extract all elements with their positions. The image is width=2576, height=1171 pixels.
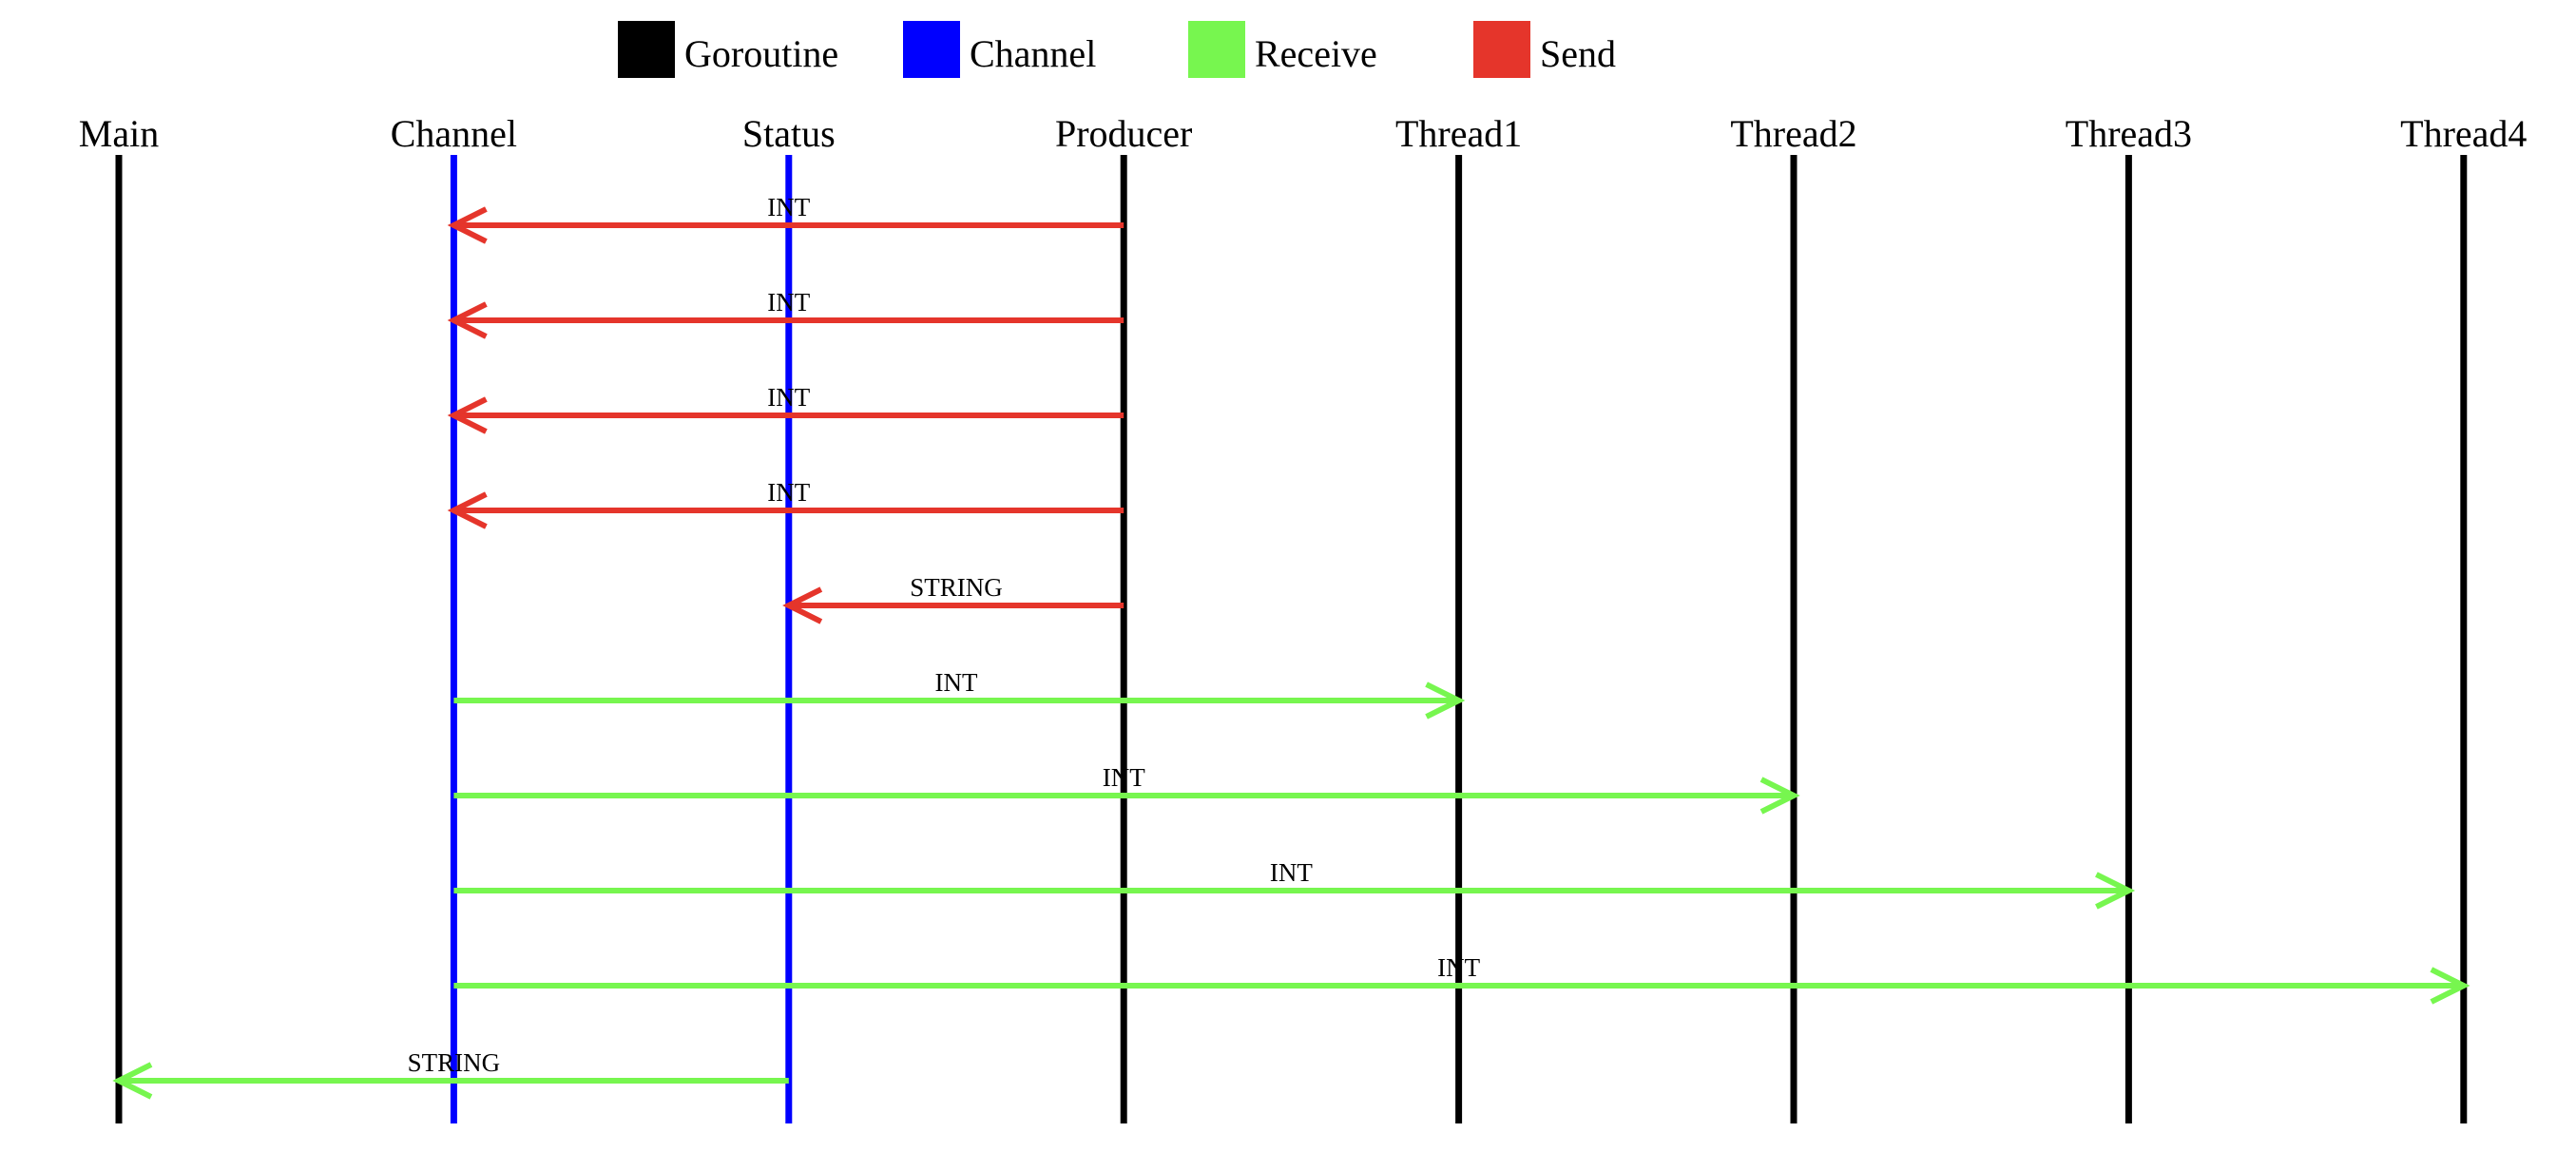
message-send-producer-to-channel: INT [447, 383, 1125, 434]
message-receive-channel-to-thread2: INT [453, 763, 1800, 815]
arrowhead [2095, 872, 2136, 910]
legend-label: Goroutine [684, 32, 838, 75]
legend-item-send: Send [1473, 21, 1616, 78]
arrowhead [1759, 777, 1800, 815]
lane-thread3: Thread3 [2066, 112, 2192, 1123]
message-label: INT [1270, 858, 1313, 887]
legend: Goroutine Channel Receive Send [618, 21, 1616, 78]
message-receive-channel-to-thread4: INT [453, 953, 2470, 1005]
lane-title: Producer [1055, 112, 1192, 155]
message-label: INT [1103, 763, 1145, 792]
message-label: STRING [910, 573, 1003, 602]
message-send-producer-to-channel: INT [447, 193, 1125, 244]
arrowhead [2430, 967, 2470, 1005]
message-label: INT [935, 668, 978, 697]
legend-swatch-goroutine [618, 21, 675, 78]
legend-item-channel: Channel [903, 21, 1096, 78]
lane-producer: Producer [1055, 112, 1192, 1123]
message-label: INT [767, 193, 810, 221]
arrowhead [112, 1062, 153, 1100]
lane-status: Status [742, 112, 836, 1123]
messages: INT INT INT INT STRING INT INT INT INT STRING [112, 193, 2470, 1100]
lane-title: Channel [391, 112, 517, 155]
legend-label: Receive [1255, 32, 1377, 75]
message-send-producer-to-channel: INT [447, 478, 1125, 529]
legend-item-receive: Receive [1188, 21, 1377, 78]
message-receive-status-to-main: STRING [112, 1048, 789, 1100]
arrowhead [447, 206, 488, 244]
lane-thread4: Thread4 [2400, 112, 2527, 1123]
message-label: STRING [408, 1048, 501, 1077]
message-label: INT [1437, 953, 1480, 982]
message-receive-channel-to-thread1: INT [453, 668, 1466, 720]
lane-thread2: Thread2 [1730, 112, 1857, 1123]
lanes: Main Channel Status Producer Thread1 Thread2 T… [79, 112, 2527, 1123]
message-receive-channel-to-thread3: INT [453, 858, 2136, 910]
arrowhead [1425, 681, 1466, 720]
message-label: INT [767, 288, 810, 317]
arrowhead [447, 301, 488, 339]
legend-item-goroutine: Goroutine [618, 21, 838, 78]
legend-label: Send [1540, 32, 1616, 75]
message-send-producer-to-channel: INT [447, 288, 1125, 339]
lane-title: Main [79, 112, 159, 155]
lane-title: Status [742, 112, 836, 155]
lane-main: Main [79, 112, 159, 1123]
arrowhead [447, 491, 488, 529]
lane-title: Thread2 [1730, 112, 1856, 155]
legend-label: Channel [970, 32, 1096, 75]
arrowhead [782, 586, 823, 624]
lane-thread1: Thread1 [1395, 112, 1522, 1123]
legend-swatch-receive [1188, 21, 1245, 78]
lane-title: Thread1 [1395, 112, 1522, 155]
arrowhead [447, 396, 488, 434]
message-label: INT [767, 478, 810, 507]
lane-title: Thread3 [2066, 112, 2192, 155]
message-send-producer-to-status: STRING [782, 573, 1125, 624]
message-label: INT [767, 383, 810, 412]
legend-swatch-send [1473, 21, 1530, 78]
lane-title: Thread4 [2400, 112, 2527, 155]
lane-channel: Channel [391, 112, 517, 1123]
legend-swatch-channel [903, 21, 960, 78]
